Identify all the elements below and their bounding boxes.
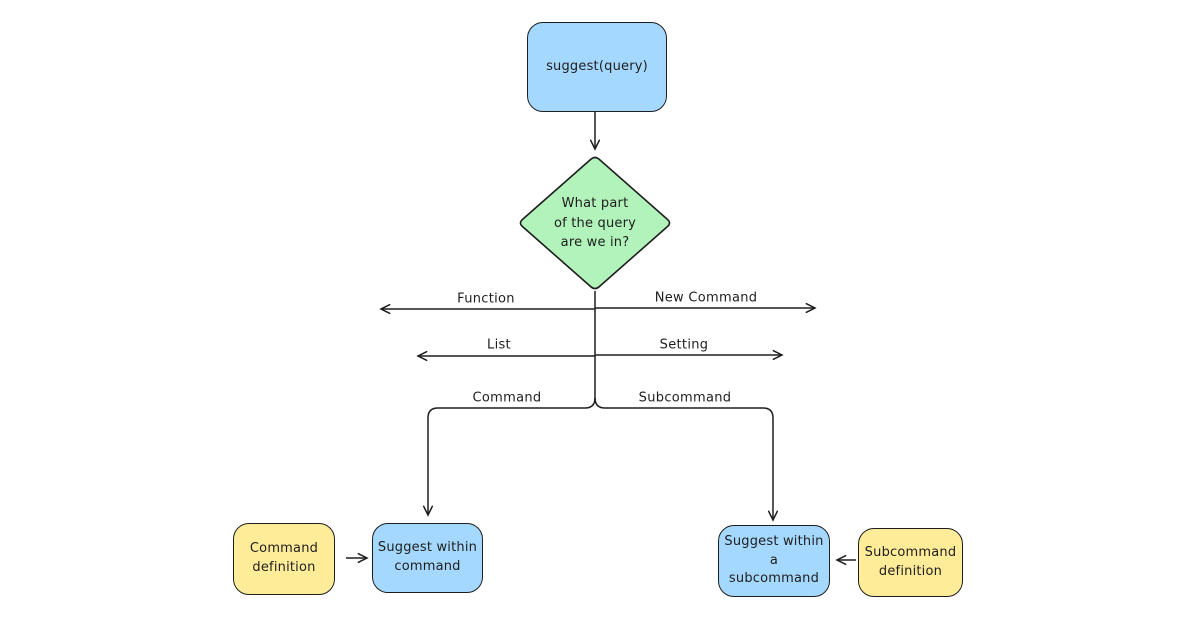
node-suggest-within-subcommand: Suggest within a subcommand [718,525,830,597]
node-command-definition-label: Command definition [249,541,319,575]
edge-subcommand-branch [594,397,779,522]
node-subcommand-definition: Subcommand definition [858,528,963,597]
edge-label-setting: Setting [659,337,709,353]
decision-diamond-shape [519,156,671,290]
edge-label-new-command: New Command [654,290,758,306]
edge-label-command: Command [472,390,542,406]
node-suggest-within-subcommand-label: Suggest within a subcommand [724,533,824,587]
edge-command-branch [422,397,596,517]
node-suggest-query-label: suggest(query) [546,58,648,74]
edge-label-list: List [487,337,511,353]
node-subcommand-definition-label: Subcommand definition [864,544,957,579]
edge-label-subcommand: Subcommand [638,390,732,406]
node-decision-label: What part of the query are we in? [553,196,637,250]
node-command-definition: Command definition [233,523,335,595]
node-suggest-within-command: Suggest within command [372,523,483,593]
node-suggest-query: suggest(query) [527,22,667,112]
edge-label-function: Function [457,291,515,307]
node-suggest-within-command-label: Suggest within command [377,540,478,574]
